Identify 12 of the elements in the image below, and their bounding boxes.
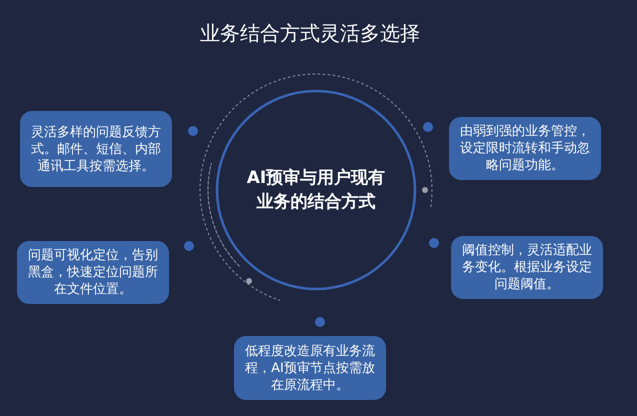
- text-card: [20, 111, 172, 187]
- card-text: 阈值控制，灵活适配业务变化。根据业务设定问题阈值。: [461, 242, 593, 293]
- card-text: 问题可视化定位，告别黑盒，快速定位问题所在文件位置。: [27, 247, 159, 298]
- card-text: 灵活多样的问题反馈方式。邮件、短信、内部通讯工具按需选择。: [30, 124, 162, 174]
- text-card: [17, 241, 169, 304]
- diagram-title: 业务结合方式灵活多选择: [199, 20, 421, 47]
- card-text: 低程度改造原有业务流程，AI预审节点按需放在原流程中。: [244, 342, 376, 394]
- text-card: [234, 336, 386, 400]
- text-card: [449, 117, 601, 180]
- card-text: 由弱到强的业务管控，设定限时流转和手动忽略问题功能。: [459, 123, 591, 174]
- center-title: AI预审与用户现有业务的结合方式: [246, 167, 386, 214]
- text-card: [451, 236, 603, 299]
